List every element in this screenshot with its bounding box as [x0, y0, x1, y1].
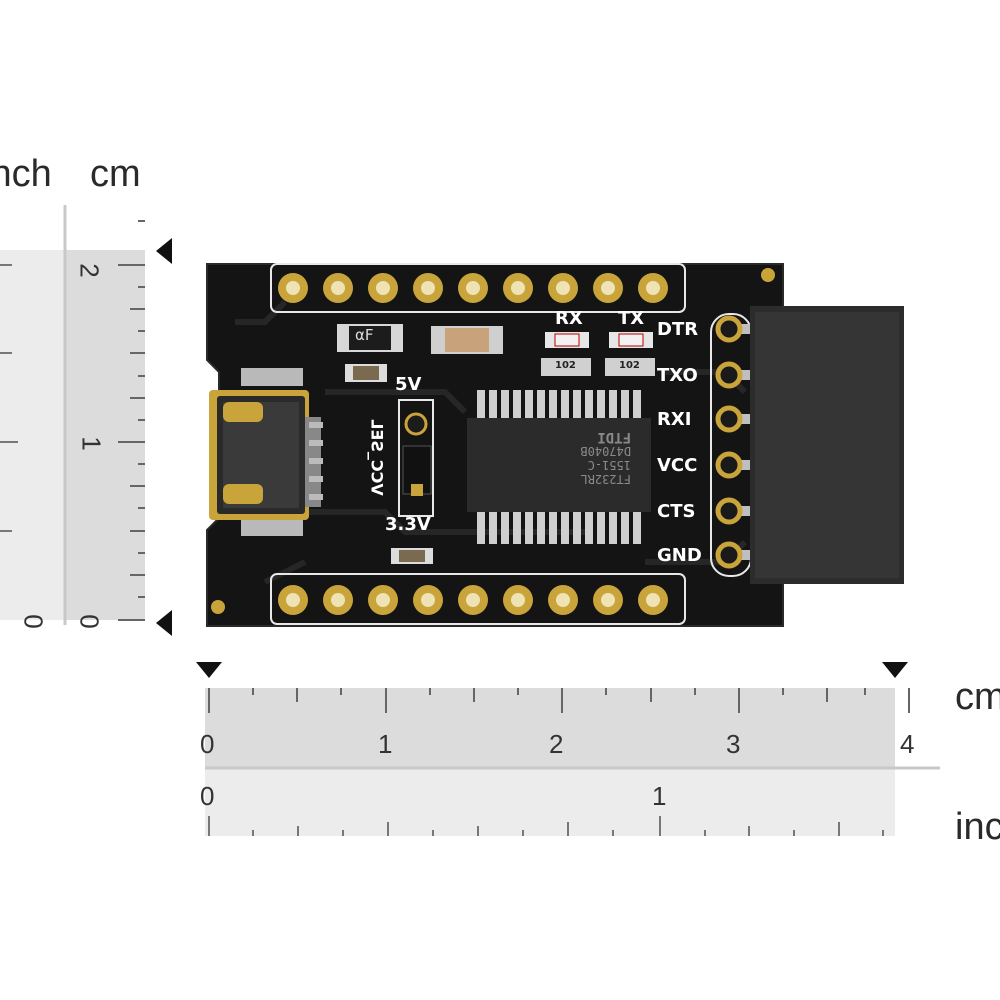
horizontal-ruler — [205, 688, 945, 838]
vertical-ruler — [0, 205, 150, 625]
horizontal-ruler-inch-label: inch — [955, 806, 1000, 848]
horizontal-cm-tick-3: 3 — [726, 729, 741, 759]
horizontal-inch-tick-0: 0 — [200, 781, 215, 811]
pin-label-txo: TXO — [657, 365, 698, 386]
pin-label-cts: CTS — [657, 501, 696, 522]
top-marker-triangle — [156, 238, 172, 264]
vertical-cm-tick-0: 0 — [74, 614, 105, 629]
right-marker-triangle — [882, 662, 908, 678]
ic-marking-line-2: 1551-C — [587, 458, 631, 472]
usb-serial-board: αF RX TX 102 102 5V 3.3V VCC_SEL FT232RL… — [205, 262, 905, 630]
horizontal-inch-tick-1: 1 — [652, 781, 667, 811]
horizontal-cm-tick-0: 0 — [200, 729, 215, 759]
component-code: αF — [355, 326, 374, 344]
ic-marking-line-1: FT232RL — [580, 472, 631, 486]
pcb-graphic — [206, 263, 904, 627]
horizontal-cm-tick-4: 4 — [900, 729, 915, 759]
ic-marking: FT232RL 1551-C D47040B FTDI — [491, 429, 631, 486]
ic-marking-line-4: FTDI — [597, 429, 631, 445]
horizontal-cm-tick-2: 2 — [549, 729, 564, 759]
horizontal-ruler-graphic — [205, 688, 940, 836]
ic-marking-line-3: D47040B — [580, 444, 631, 458]
led-label-tx: TX — [618, 308, 645, 329]
resistor-code-tx: 102 — [619, 360, 640, 371]
bottom-header-pads — [278, 585, 668, 615]
vertical-inch-tick-0: 0 — [18, 614, 49, 629]
vertical-ruler-cm-label: cm — [90, 153, 141, 195]
vertical-ruler-inch-label: inch — [0, 153, 52, 195]
jumper-label-3v3: 3.3V — [385, 514, 431, 535]
vertical-cm-tick-2: 2 — [74, 263, 105, 278]
pin-label-vcc: VCC — [657, 455, 698, 476]
led-label-rx: RX — [555, 308, 583, 329]
jumper-side-label: VCC_SEL — [367, 419, 387, 496]
horizontal-ruler-cm-label: cm — [955, 676, 1000, 718]
resistor-code-rx: 102 — [555, 360, 576, 371]
vertical-cm-tick-1: 1 — [76, 436, 107, 451]
pin-label-rxi: RXI — [657, 409, 692, 430]
pin-label-gnd: GND — [657, 545, 702, 566]
pin-label-dtr: DTR — [657, 319, 699, 340]
horizontal-cm-tick-1: 1 — [378, 729, 393, 759]
left-marker-triangle — [196, 662, 222, 678]
jumper-label-5v: 5V — [395, 374, 422, 395]
bottom-marker-triangle — [156, 610, 172, 636]
top-header-pads — [278, 273, 668, 303]
vertical-ruler-graphic — [0, 205, 145, 625]
